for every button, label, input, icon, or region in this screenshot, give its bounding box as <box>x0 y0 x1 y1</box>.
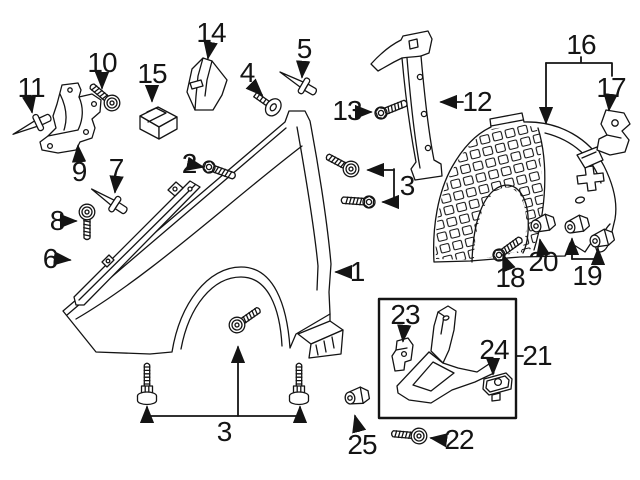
callout-8: 8 <box>49 205 66 236</box>
leader-5 <box>295 60 311 79</box>
callout-21: 21 <box>522 340 552 371</box>
callout-4: 4 <box>239 57 256 88</box>
leader-16-bracket <box>545 56 613 77</box>
bolt-13-drawing <box>372 96 410 122</box>
leader-18 <box>502 253 516 273</box>
screw-3-upper-drawing <box>322 148 363 181</box>
callout-11: 11 <box>17 72 45 103</box>
callout-16: 16 <box>566 29 596 60</box>
screw-22-drawing <box>390 425 429 446</box>
callout-6: 6 <box>42 243 59 274</box>
callout-7: 7 <box>108 153 125 184</box>
insulator-pad-drawing <box>139 106 178 140</box>
leader-25 <box>352 414 367 434</box>
rail-support-drawing <box>73 180 201 306</box>
callout-22: 22 <box>444 424 474 455</box>
callout-2: 2 <box>181 148 198 179</box>
leader-6 <box>53 251 72 266</box>
wheel-liner-drawing <box>432 112 617 263</box>
stud-bolt-3-right-drawing <box>288 362 310 406</box>
leader-17 <box>603 93 618 112</box>
callout-20: 20 <box>528 246 558 277</box>
callout-3-right: 3 <box>399 170 416 201</box>
callout-13: 13 <box>332 95 362 126</box>
callout-12: 12 <box>462 86 492 117</box>
leader-9 <box>71 144 87 163</box>
callout-10: 10 <box>87 47 117 78</box>
leader-20 <box>536 238 551 258</box>
leader-4 <box>245 78 264 97</box>
apron-brace-drawing <box>370 30 443 181</box>
leader-7 <box>109 175 124 194</box>
shield-assembly-box <box>377 297 518 420</box>
callout-19: 19 <box>572 260 602 291</box>
callout-3-bottom: 3 <box>216 416 233 447</box>
callout-15: 15 <box>137 58 167 89</box>
leader-22 <box>429 433 449 448</box>
clip-nut-24-drawing <box>482 372 513 402</box>
leader-11 <box>22 94 37 114</box>
fender-drawing <box>62 110 344 359</box>
leader-23 <box>397 324 412 343</box>
stud-bolt-3-left-drawing <box>136 362 158 406</box>
callout-14: 14 <box>196 17 226 48</box>
callout-5: 5 <box>296 33 313 64</box>
pin-rivet-5-drawing <box>275 63 321 101</box>
mount-bracket-drawing <box>39 82 102 154</box>
callout-23: 23 <box>390 299 420 330</box>
callout-leaders <box>22 40 618 448</box>
callout-1: 1 <box>349 256 366 287</box>
callout-24: 24 <box>479 334 509 365</box>
screw-3-middle-drawing <box>225 302 265 337</box>
callout-17: 17 <box>596 72 626 103</box>
leader-14 <box>203 40 218 60</box>
clip-25-drawing <box>343 385 371 407</box>
callout-9: 9 <box>71 156 88 187</box>
callout-18: 18 <box>495 262 525 293</box>
bolt-3-lower-drawing <box>340 193 377 210</box>
rivet-4-drawing <box>249 86 285 120</box>
callout-25: 25 <box>347 429 377 460</box>
screw-8-drawing <box>78 203 96 241</box>
corner-bracket-drawing <box>596 109 631 156</box>
leader-2 <box>185 156 205 171</box>
upper-bracket-drawing <box>186 57 228 111</box>
